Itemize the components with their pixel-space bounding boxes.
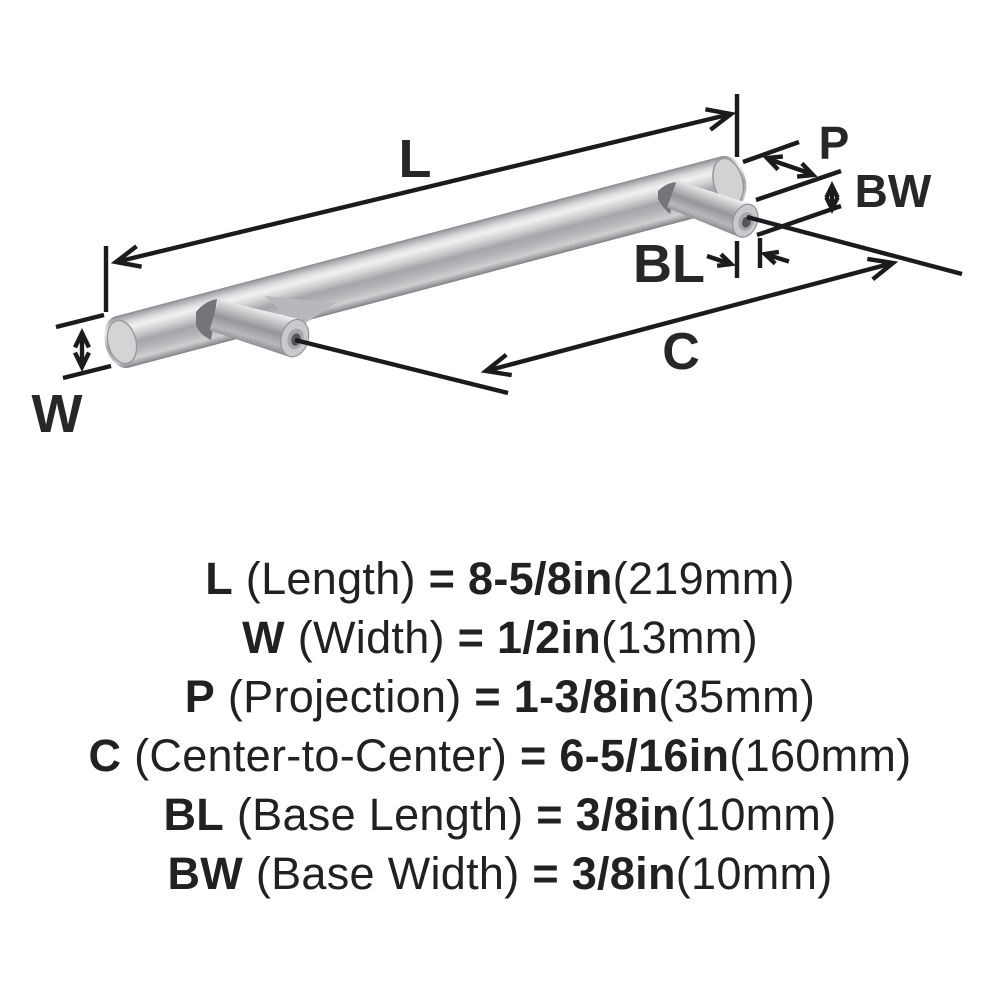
BW-tick-bottom <box>756 203 842 238</box>
spec-row-base-length: BL (Base Length) = 3/8in(10mm) <box>163 785 836 844</box>
spec-abbr: C <box>88 730 122 781</box>
spec-metric: (219mm) <box>612 553 795 604</box>
left-post-fillet <box>265 296 336 328</box>
spec-metric: (10mm) <box>679 789 837 840</box>
BL-arrow-left-shaft <box>706 253 730 266</box>
P-arrowhead-downright-icon <box>796 161 818 179</box>
right-post-shaft <box>667 180 752 238</box>
spec-abbr: W <box>242 612 285 663</box>
BL-arrowhead-left-icon <box>760 249 780 266</box>
spec-row-width: W (Width) = 1/2in(13mm) <box>242 608 758 667</box>
spec-value: = 3/8in <box>532 848 676 899</box>
BL-arrowhead-right-icon <box>716 252 736 268</box>
spec-value: = 1/2in <box>457 612 602 663</box>
L-dimension-line <box>115 111 732 265</box>
P-tick-top <box>742 139 800 165</box>
spec-abbr: BL <box>163 789 225 840</box>
dimension-diagram: L P BW BL C W <box>32 94 963 444</box>
spec-abbr: BW <box>167 848 244 899</box>
spec-metric: (10mm) <box>675 848 833 899</box>
spec-abbr: P <box>184 671 216 722</box>
P-BW-shared-tick <box>755 168 842 203</box>
spec-name: (Length) <box>233 553 429 604</box>
bar-left-cap <box>106 319 138 365</box>
spec-row-base-width: BW (Base Width) = 3/8in(10mm) <box>167 844 832 903</box>
spec-value: = 8-5/8in <box>428 553 613 604</box>
spec-name: (Base Width) <box>243 848 533 899</box>
spec-metric: (160mm) <box>729 730 912 781</box>
P-arrowhead-upleft-icon <box>762 154 784 172</box>
spec-name: (Width) <box>284 612 458 663</box>
left-post-shaft <box>209 299 301 357</box>
spec-value: = 3/8in <box>536 789 680 840</box>
BL-arrow-right-shaft <box>766 252 790 264</box>
W-tick-bottom <box>62 363 112 381</box>
spec-value: = 1-3/8in <box>474 671 659 722</box>
spec-row-projection: P (Projection) = 1-3/8in(35mm) <box>185 667 815 726</box>
spec-row-center-to-center: C (Center-to-Center) = 6-5/16in(160mm) <box>89 726 912 785</box>
L-arrowhead-right-icon <box>705 107 737 132</box>
left-hole-leader-line <box>294 337 509 396</box>
C-dimension-line <box>485 260 894 374</box>
spec-name: (Base Length) <box>224 789 537 840</box>
C-arrowhead-right-icon <box>866 256 899 282</box>
label-P: P <box>819 117 850 169</box>
spec-row-length: L (Length) = 8-5/8in(219mm) <box>205 549 795 608</box>
dimension-lines <box>55 94 963 396</box>
bar-pull-diagram-svg: L P BW BL C W <box>32 94 963 444</box>
C-arrowhead-left-icon <box>480 352 513 378</box>
bar-pull-handle <box>104 155 759 368</box>
spec-metric: (35mm) <box>658 671 816 722</box>
W-arrowhead-down-icon <box>73 351 91 373</box>
spec-value: = 6-5/16in <box>519 730 730 781</box>
L-arrowhead-left-icon <box>110 244 142 269</box>
label-BL: BL <box>633 234 705 294</box>
BW-arrowhead-down-icon <box>824 196 840 215</box>
spec-name: (Center-to-Center) <box>121 730 520 781</box>
BW-arrowhead-up-icon <box>824 180 840 199</box>
spec-abbr: L <box>205 553 233 604</box>
W-arrowhead-up-icon <box>73 327 91 349</box>
spec-name: (Projection) <box>215 671 475 722</box>
label-L: L <box>399 129 432 189</box>
spec-metric: (13mm) <box>601 612 758 663</box>
W-tick-top <box>55 312 105 330</box>
spec-list: L (Length) = 8-5/8in(219mm) W (Width) = … <box>0 549 1000 903</box>
label-BW: BW <box>855 165 932 217</box>
label-C: C <box>662 323 700 381</box>
P-double-arrow-shaft <box>770 157 810 176</box>
label-W: W <box>32 384 83 444</box>
